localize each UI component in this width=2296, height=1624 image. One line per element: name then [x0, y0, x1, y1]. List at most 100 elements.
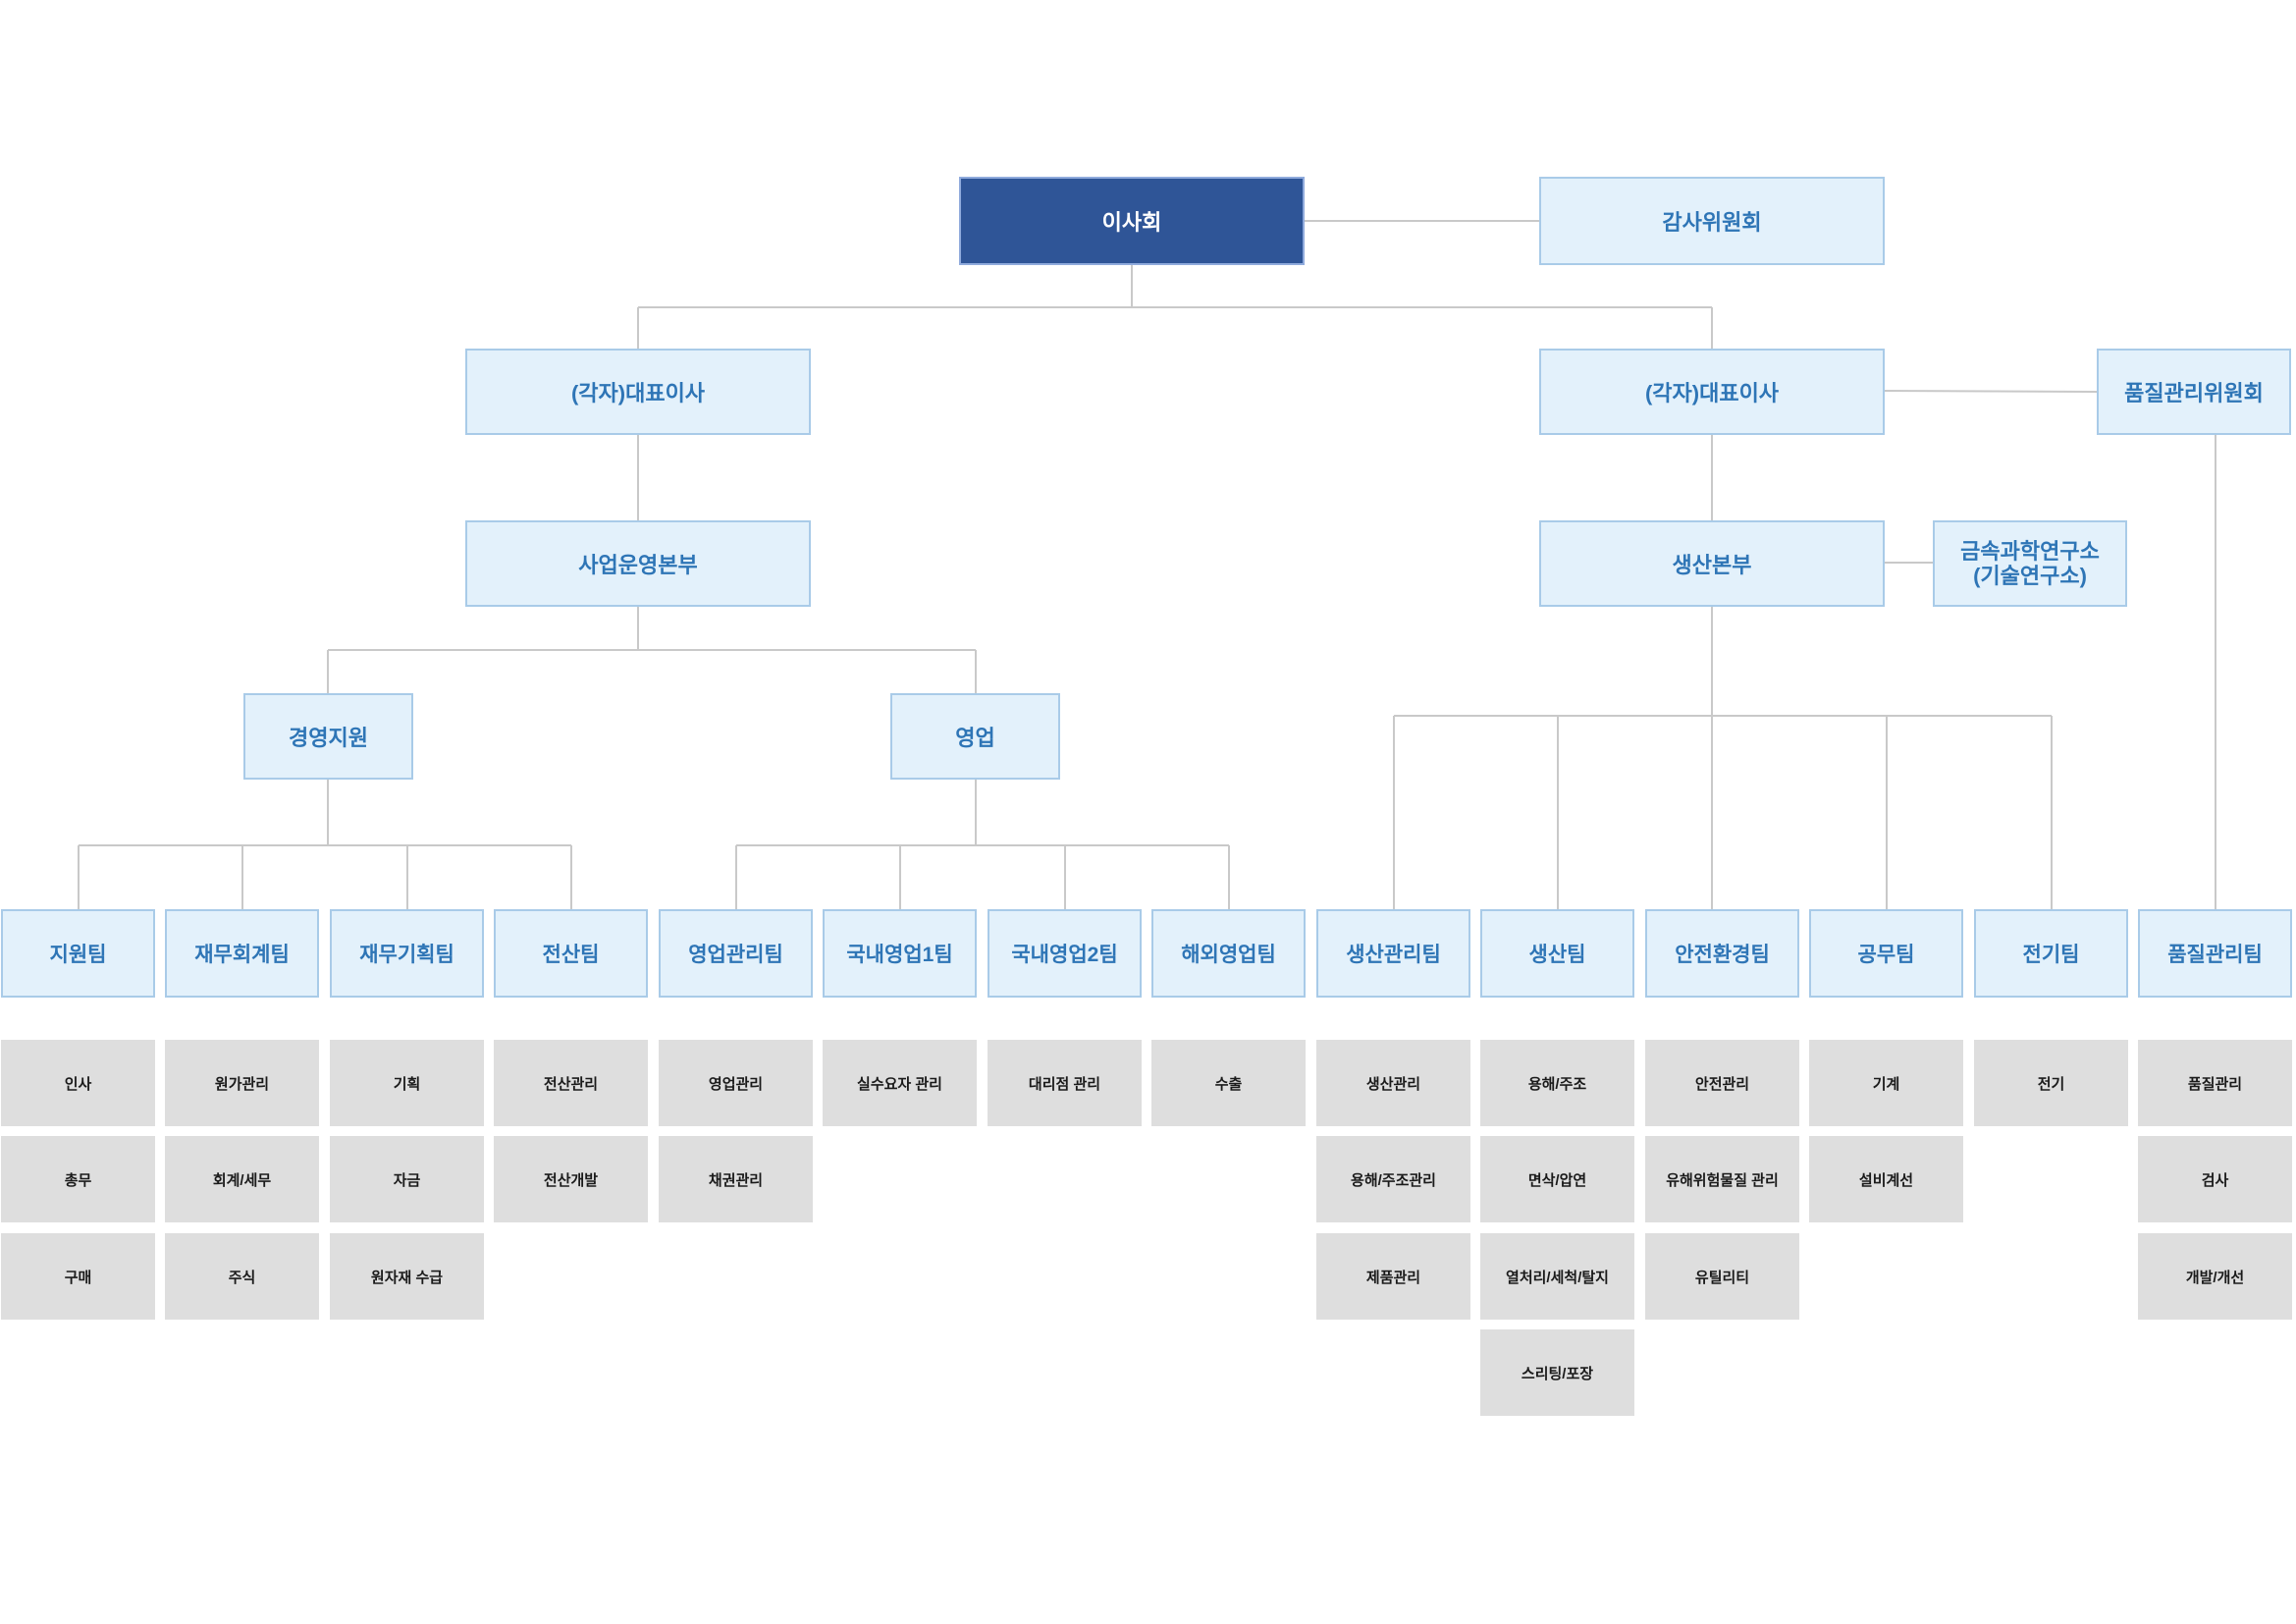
duty-box: 주식: [165, 1233, 319, 1320]
duty-label: 주식: [228, 1269, 256, 1286]
team-label: 영업관리팀: [688, 944, 783, 966]
duty-label: 스리팅/포장: [1521, 1365, 1594, 1382]
team-label: 전산팀: [542, 944, 600, 966]
duty-box: 전산관리: [494, 1040, 648, 1126]
team-label: 품질관리팀: [2167, 944, 2263, 966]
research-institute-label-line2: (기술연구소): [1973, 564, 2087, 588]
duty-label: 구매: [64, 1269, 92, 1286]
duty-label: 기계: [1872, 1075, 1900, 1093]
duty-label: 대리점 관리: [1028, 1075, 1101, 1093]
duty-box: 열처리/세척/탈지: [1480, 1233, 1634, 1320]
duty-label: 실수요자 관리: [857, 1075, 942, 1093]
duty-label: 유틸리티: [1694, 1269, 1750, 1286]
duty-box: 검사: [2138, 1136, 2292, 1222]
production-division-box: 생산본부: [1539, 520, 1885, 607]
board-box: 이사회: [959, 177, 1305, 265]
duty-label: 회계/세무: [212, 1171, 272, 1189]
duty-box: 개발/개선: [2138, 1233, 2292, 1320]
duty-box: 용해/주조관리: [1316, 1136, 1470, 1222]
team-label: 재무회계팀: [194, 944, 290, 966]
sales-label: 영업: [955, 726, 995, 750]
team-label: 지원팀: [49, 944, 107, 966]
duty-box: 구매: [1, 1233, 155, 1320]
duty-label: 원자재 수급: [370, 1269, 444, 1286]
duty-box: 총무: [1, 1136, 155, 1222]
research-institute-box: 금속과학연구소 (기술연구소): [1933, 520, 2127, 607]
team-box: 공무팀: [1809, 909, 1963, 998]
duty-label: 검사: [2201, 1171, 2229, 1189]
duty-box: 기획: [330, 1040, 484, 1126]
board-label: 이사회: [1101, 210, 1162, 235]
duty-box: 스리팅/포장: [1480, 1329, 1634, 1416]
team-box: 해외영업팀: [1151, 909, 1306, 998]
team-label: 재무기획팀: [359, 944, 454, 966]
duty-label: 전기: [2037, 1075, 2065, 1093]
duty-label: 채권관리: [708, 1171, 764, 1189]
team-box: 국내영업1팀: [823, 909, 977, 998]
duty-label: 전산관리: [543, 1075, 599, 1093]
team-box: 전기팀: [1974, 909, 2128, 998]
duty-box: 전산개발: [494, 1136, 648, 1222]
quality-committee-label: 품질관리위원회: [2124, 381, 2264, 406]
business-division-box: 사업운영본부: [465, 520, 811, 607]
ceo-right-label: (각자)대표이사: [1644, 381, 1780, 406]
duty-label: 수출: [1214, 1075, 1243, 1093]
duty-box: 원가관리: [165, 1040, 319, 1126]
management-support-label: 경영지원: [289, 726, 368, 750]
duty-box: 안전관리: [1645, 1040, 1799, 1126]
team-box: 전산팀: [494, 909, 648, 998]
duty-label: 총무: [64, 1171, 92, 1189]
team-box: 생산팀: [1480, 909, 1634, 998]
research-institute-label-line1: 금속과학연구소: [1960, 538, 2100, 564]
ceo-quality-committee-connector: [1884, 390, 2098, 393]
quality-committee-box: 품질관리위원회: [2097, 349, 2291, 435]
duty-box: 면삭/압연: [1480, 1136, 1634, 1222]
business-division-label: 사업운영본부: [578, 553, 698, 577]
duty-box: 제품관리: [1316, 1233, 1470, 1320]
duty-label: 인사: [64, 1075, 92, 1093]
duty-box: 채권관리: [659, 1136, 813, 1222]
duty-label: 면삭/압연: [1527, 1171, 1587, 1189]
team-box: 생산관리팀: [1316, 909, 1470, 998]
duty-label: 개발/개선: [2185, 1269, 2245, 1286]
team-box: 지원팀: [1, 909, 155, 998]
audit-committee-label: 감사위원회: [1662, 210, 1762, 235]
ceo-left-box: (각자)대표이사: [465, 349, 811, 435]
duty-box: 수출: [1151, 1040, 1306, 1126]
duty-box: 회계/세무: [165, 1136, 319, 1222]
duty-label: 용해/주조관리: [1351, 1171, 1436, 1189]
duty-label: 기획: [393, 1075, 421, 1093]
duty-box: 영업관리: [659, 1040, 813, 1126]
team-label: 국내영업1팀: [846, 944, 953, 966]
duty-box: 실수요자 관리: [823, 1040, 977, 1126]
duty-box: 유틸리티: [1645, 1233, 1799, 1320]
duty-box: 자금: [330, 1136, 484, 1222]
team-box: 영업관리팀: [659, 909, 813, 998]
duty-box: 설비계선: [1809, 1136, 1963, 1222]
duty-box: 원자재 수급: [330, 1233, 484, 1320]
duty-label: 제품관리: [1365, 1269, 1421, 1286]
audit-committee-box: 감사위원회: [1539, 177, 1885, 265]
duty-box: 인사: [1, 1040, 155, 1126]
team-box: 안전환경팀: [1645, 909, 1799, 998]
duty-label: 열처리/세척/탈지: [1506, 1269, 1609, 1286]
team-box: 국내영업2팀: [988, 909, 1142, 998]
duty-label: 설비계선: [1858, 1171, 1914, 1189]
duty-label: 안전관리: [1694, 1075, 1750, 1093]
duty-box: 기계: [1809, 1040, 1963, 1126]
team-label: 전기팀: [2022, 944, 2080, 966]
ceo-right-box: (각자)대표이사: [1539, 349, 1885, 435]
team-label: 해외영업팀: [1181, 944, 1276, 966]
team-box: 품질관리팀: [2138, 909, 2292, 998]
duty-label: 품질관리: [2187, 1075, 2243, 1093]
duty-box: 대리점 관리: [988, 1040, 1142, 1126]
team-box: 재무기획팀: [330, 909, 484, 998]
duty-label: 전산개발: [543, 1171, 599, 1189]
sales-box: 영업: [890, 693, 1060, 780]
duty-label: 영업관리: [708, 1075, 764, 1093]
duty-label: 자금: [393, 1171, 421, 1189]
duty-box: 생산관리: [1316, 1040, 1470, 1126]
team-label: 생산관리팀: [1346, 944, 1441, 966]
production-division-label: 생산본부: [1672, 553, 1752, 577]
management-support-box: 경영지원: [243, 693, 413, 780]
